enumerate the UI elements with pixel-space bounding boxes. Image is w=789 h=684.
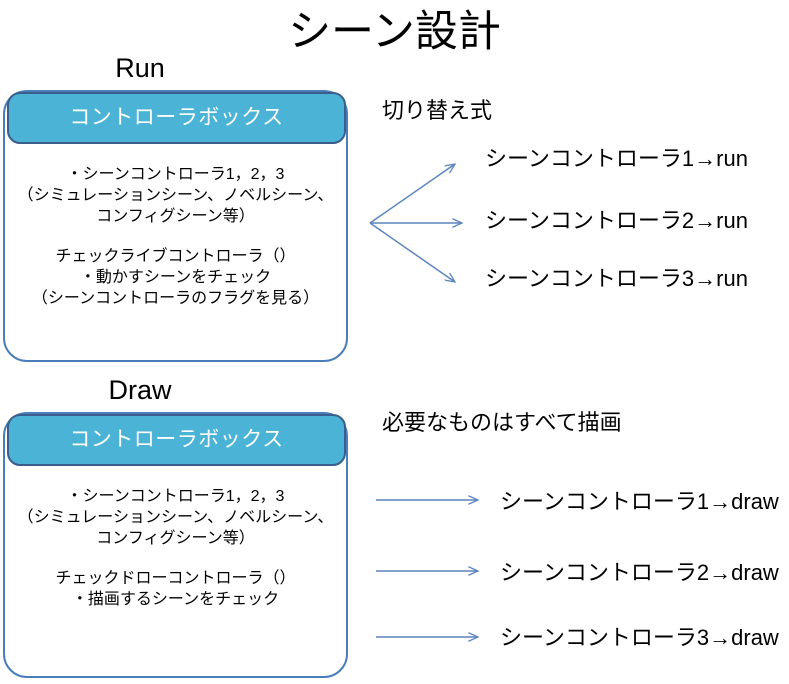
controller-box-header-label-draw: コントローラボックス: [69, 428, 284, 452]
body-line: （シーンコントローラのフラグを見る）: [31, 290, 320, 307]
flow-item-draw-3: シーンコントローラ3→draw: [500, 625, 779, 650]
body-line: ・動かすシーンをチェック: [79, 269, 272, 286]
flow-item-run-1: シーンコントローラ1→run: [485, 146, 748, 171]
flow-item-run-2: シーンコントローラ2→run: [485, 208, 748, 233]
body-line: コンフィグシーン等）: [96, 530, 255, 547]
controller-box-header-run: コントローラボックス: [7, 91, 346, 144]
arrow-run-1: [369, 164, 455, 224]
arrow-run-3: [369, 222, 455, 282]
flow-caption-run: 切り替え式: [382, 98, 493, 123]
flow-item-draw-1: シーンコントローラ1→draw: [500, 489, 779, 514]
body-line: コンフィグシーン等）: [96, 208, 255, 225]
body-line: チェックドローコントローラ（）: [55, 570, 296, 587]
controller-box-draw: コントローラボックス ・シーンコントローラ1，2，3 （シミュレーションシーン、…: [3, 412, 348, 678]
body-line: （シミュレーションシーン、ノベルシーン、: [17, 509, 334, 526]
flow-item-draw-2: シーンコントローラ2→draw: [500, 560, 779, 585]
flow-item-run-3: シーンコントローラ3→run: [485, 266, 748, 291]
flow-caption-draw: 必要なものはすべて描画: [382, 410, 622, 435]
body-line: ・シーンコントローラ1，2，3: [66, 166, 285, 183]
section-label-run: Run: [115, 53, 165, 83]
controller-box-body-run: ・シーンコントローラ1，2，3 （シミュレーションシーン、ノベルシーン、 コンフ…: [5, 164, 346, 309]
controller-box-run: コントローラボックス ・シーンコントローラ1，2，3 （シミュレーションシーン、…: [3, 90, 348, 362]
controller-box-header-draw: コントローラボックス: [7, 413, 346, 466]
body-spacer: [15, 227, 336, 246]
section-label-draw: Draw: [108, 375, 172, 405]
body-line: チェックライブコントローラ（）: [55, 248, 296, 265]
body-line: ・シーンコントローラ1，2，3: [66, 488, 285, 505]
body-line: ・描画するシーンをチェック: [71, 591, 280, 608]
page-title: シーン設計: [288, 8, 501, 56]
arrow-group-run: [369, 164, 462, 282]
body-line: （シミュレーションシーン、ノベルシーン、: [17, 187, 334, 204]
controller-box-header-label-run: コントローラボックス: [69, 106, 284, 130]
arrow-group-draw: [376, 500, 478, 637]
body-spacer: [15, 549, 336, 568]
controller-box-body-draw: ・シーンコントローラ1，2，3 （シミュレーションシーン、ノベルシーン、 コンフ…: [5, 486, 346, 610]
